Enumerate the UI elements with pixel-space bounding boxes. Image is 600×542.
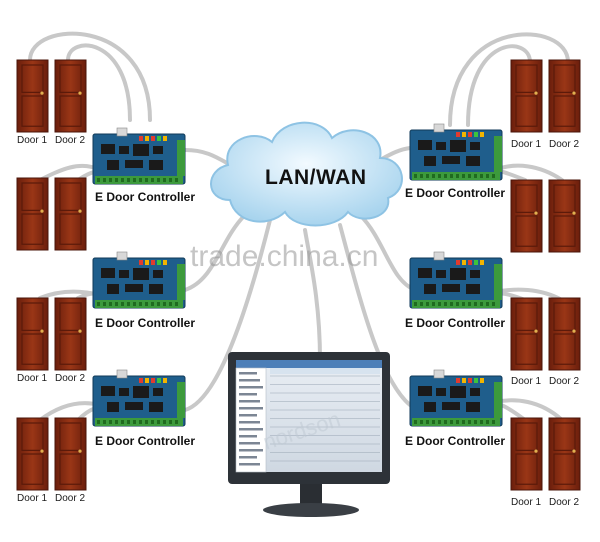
pc-monitor — [228, 352, 390, 517]
door-icon — [548, 297, 581, 371]
door-icon — [510, 179, 543, 253]
door-icon — [54, 177, 87, 251]
controller-board — [409, 123, 503, 181]
door-label: Door 2 — [55, 373, 86, 384]
controller-board — [92, 127, 186, 185]
door-label: Door 1 — [17, 493, 48, 504]
door-icon — [16, 297, 49, 371]
tree-line — [239, 372, 257, 375]
door-label: Door 1 — [17, 373, 48, 384]
app-titlebar — [236, 360, 382, 368]
network-cable — [183, 218, 272, 412]
door-label: Door 1 — [511, 497, 542, 508]
door-label: Door 1 — [511, 139, 542, 150]
door-icon — [548, 179, 581, 253]
controller-board — [409, 369, 503, 427]
controller-label-left-3: E Door Controller — [95, 434, 196, 448]
network-cable — [466, 44, 532, 127]
door-icon — [510, 297, 543, 371]
door-icon — [16, 177, 49, 251]
tree-line — [239, 449, 263, 452]
door-icon — [548, 59, 581, 133]
cloud-shape — [210, 121, 403, 227]
tree-line — [239, 414, 257, 417]
controller-board — [409, 251, 503, 309]
tree-line — [239, 386, 263, 389]
tree-line — [239, 379, 260, 382]
network-cable — [448, 32, 570, 127]
door-icon — [548, 417, 581, 491]
door-icon — [54, 297, 87, 371]
door-label: Door 1 — [511, 376, 542, 387]
door-label: Door 2 — [549, 139, 580, 150]
network-cable — [303, 228, 322, 362]
controller-label-right-1: E Door Controller — [405, 186, 506, 200]
lan-wan-cloud — [210, 121, 403, 227]
door-icon — [16, 417, 49, 491]
tree-line — [239, 442, 260, 445]
network-label: LAN/WAN — [265, 166, 367, 189]
network-cable — [66, 43, 132, 122]
tree-line — [239, 421, 260, 424]
door-icon — [54, 59, 87, 133]
network-cable — [493, 398, 564, 422]
controller-label-left-2: E Door Controller — [95, 316, 196, 330]
door-icon — [54, 417, 87, 491]
door-label: Door 2 — [55, 135, 86, 146]
monitor-neck — [300, 484, 322, 506]
door-icon — [16, 59, 49, 133]
door-label: Door 2 — [549, 497, 580, 508]
door-label: Door 1 — [17, 135, 48, 146]
tree-line — [239, 463, 260, 466]
monitor-base — [263, 503, 359, 517]
controller-board — [92, 369, 186, 427]
door-label: Door 2 — [55, 493, 86, 504]
network-cable — [358, 213, 417, 292]
controller-label-left-1: E Door Controller — [95, 190, 196, 204]
tree-line — [239, 393, 257, 396]
watermark-site: trade.china.cn — [190, 240, 379, 273]
tree-line — [239, 428, 263, 431]
app-toolbar — [270, 368, 380, 374]
app-tree-panel — [235, 367, 267, 473]
controller-label-right-3: E Door Controller — [405, 434, 506, 448]
controller-label-right-2: E Door Controller — [405, 316, 506, 330]
network-cable — [183, 213, 247, 292]
tree-line — [239, 435, 257, 438]
door-icon — [510, 59, 543, 133]
tree-line — [239, 400, 260, 403]
tree-line — [239, 456, 257, 459]
door-icon — [510, 417, 543, 491]
door-label: Door 2 — [549, 376, 580, 387]
network-cable — [28, 31, 152, 122]
network-cable — [338, 223, 412, 407]
controller-board — [92, 251, 186, 309]
tree-line — [239, 407, 263, 410]
